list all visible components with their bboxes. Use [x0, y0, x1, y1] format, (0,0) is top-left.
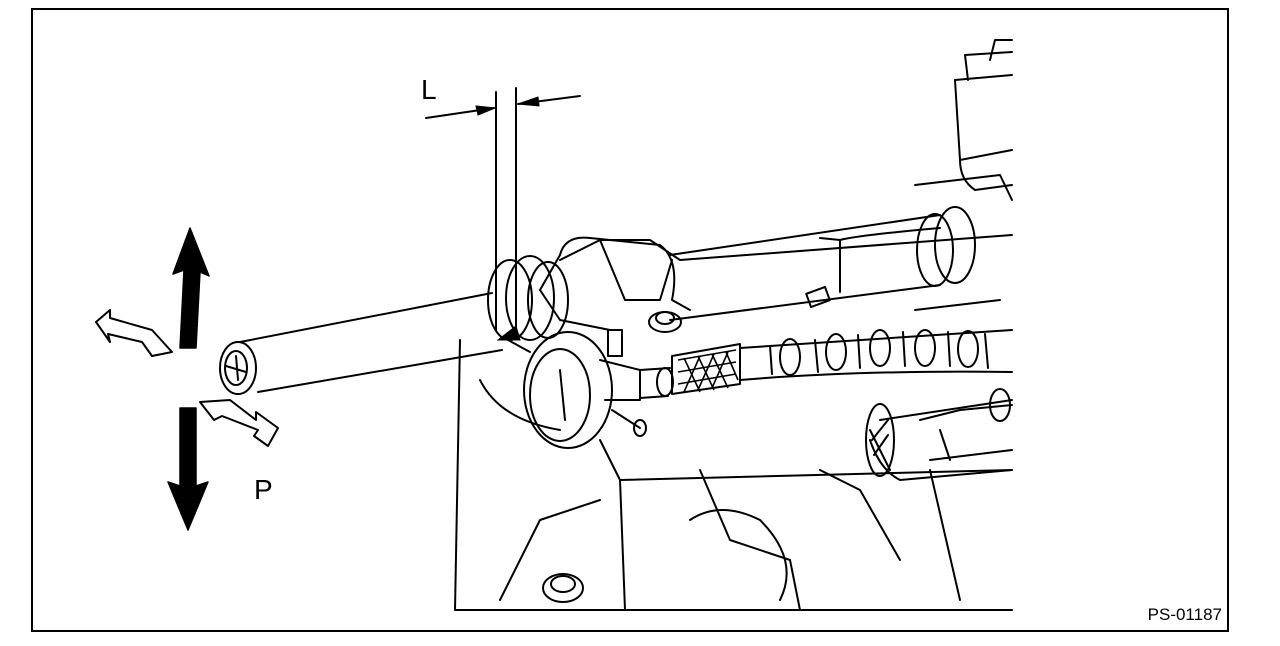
gauge-stand-base	[865, 388, 1013, 477]
dial-gauge	[507, 329, 674, 449]
mounting-bracket	[539, 236, 691, 333]
direction-p-label: P	[254, 474, 273, 505]
vertical-direction-arrows	[167, 227, 210, 531]
gauge-holder-arm	[671, 329, 1013, 395]
rack-tube	[669, 39, 1013, 321]
figure-frame	[31, 8, 1229, 632]
gearbox-housing	[454, 234, 1013, 611]
dimension-l-label: L	[421, 74, 437, 105]
dimension-l-arrows	[475, 96, 540, 341]
axial-direction-arrows	[95, 309, 279, 447]
housing-end-seal	[487, 255, 569, 341]
figure-id-label: PS-01187	[1147, 605, 1222, 624]
rack-end	[219, 292, 503, 395]
knurled-grip	[677, 349, 739, 393]
